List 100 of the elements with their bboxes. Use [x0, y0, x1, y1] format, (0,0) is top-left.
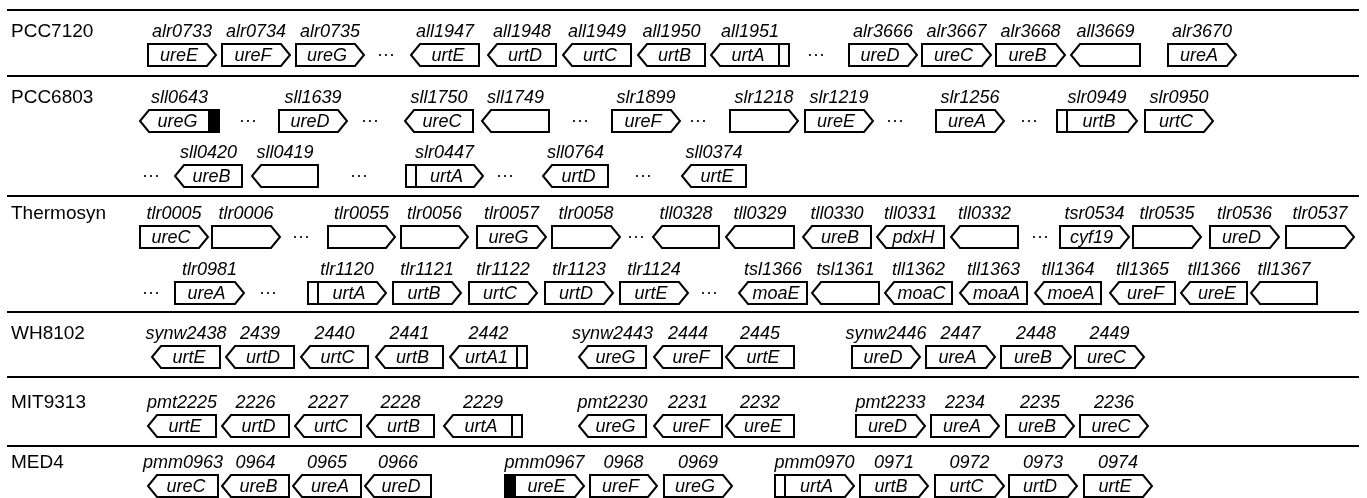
gene-block: [221, 474, 290, 498]
locus-tag: alr3668: [1000, 22, 1061, 41]
gene-block: [1167, 43, 1237, 67]
gene-name: ureA: [943, 415, 981, 438]
gene-block: [443, 414, 523, 438]
gene-name: moaA: [973, 282, 1020, 305]
gene-name: urtC: [1159, 110, 1193, 133]
gene-block: [935, 109, 1005, 133]
gene-name: urtC: [949, 475, 984, 498]
gene-block: [1083, 474, 1153, 498]
gene-block: [578, 414, 647, 438]
gene-block: [884, 281, 953, 305]
locus-tag: tlr0535: [1139, 204, 1195, 223]
locus-tag: synw2446: [845, 324, 927, 343]
gene-block: [278, 109, 348, 133]
gene-block: [851, 345, 921, 369]
locus-tag: all1948: [492, 22, 552, 41]
gene-name: urtA1: [465, 346, 508, 369]
locus-tag: pmt2225: [146, 393, 218, 412]
locus-tag: tll0330: [810, 204, 864, 223]
locus-tag: tlr0537: [1292, 204, 1348, 223]
gene-block: [725, 414, 795, 438]
gene-block: [1209, 225, 1280, 249]
gene-name: ureB: [239, 475, 278, 498]
locus-tag: 0973: [1023, 453, 1063, 472]
gene-name: urtC: [583, 44, 617, 67]
gene-block: [855, 414, 926, 438]
gene-name: ureD: [863, 346, 903, 369]
gene-name: moaE: [752, 282, 800, 305]
locus-tag: tlr1121: [400, 260, 454, 279]
gene-name: ureA: [187, 282, 226, 305]
gap-ellipsis: ···: [292, 226, 310, 246]
gene-block: [710, 43, 790, 67]
gene-name: ureG: [675, 475, 715, 498]
locus-tag: tll0328: [659, 204, 713, 223]
gene-name: ureC: [1087, 346, 1126, 369]
gap-ellipsis: ···: [496, 165, 514, 185]
gene-name: urtE: [746, 346, 780, 369]
gene-block: [147, 414, 217, 438]
gene-name: ureD: [868, 415, 907, 438]
gene-block: [1005, 414, 1075, 438]
locus-tag: sll1639: [284, 88, 342, 107]
gene-block: [481, 109, 550, 133]
gene-name: urtC: [483, 282, 517, 305]
gap-ellipsis: ···: [239, 110, 257, 130]
gene-name: urtE: [431, 44, 465, 67]
locus-tag: 0971: [874, 453, 914, 472]
locus-tag: sll1749: [487, 88, 544, 107]
gene-name: urtA: [464, 415, 498, 438]
gene-name: urtD: [241, 415, 276, 438]
gene-block: [1059, 225, 1130, 249]
gene-block: [925, 345, 996, 369]
gene-block: [1079, 414, 1149, 438]
gene-name: urtA: [731, 44, 765, 67]
gene-name: urtD: [559, 282, 593, 305]
gene-name: ureD: [381, 475, 421, 498]
gene-name: ureB: [1014, 346, 1052, 369]
gene-name: ureC: [422, 110, 462, 133]
locus-tag: 0966: [378, 453, 418, 472]
locus-tag: tlr1124: [627, 260, 681, 279]
gap-ellipsis: ···: [1020, 110, 1038, 130]
gene-name: ureF: [234, 44, 272, 67]
gene-block: [405, 164, 484, 188]
locus-tag: all3669: [1076, 22, 1135, 41]
gene-name: urtC: [320, 346, 355, 369]
locus-tag: alr0733: [152, 22, 212, 41]
gap-ellipsis: ···: [886, 110, 904, 130]
locus-tag: all1947: [415, 22, 475, 41]
gene-name: urtB: [1082, 110, 1116, 133]
locus-tag: tll0331: [884, 204, 937, 223]
gene-block: [804, 109, 874, 133]
gene-name: ureE: [527, 475, 566, 498]
gene-block: [1034, 281, 1102, 305]
locus-tag: alr0735: [300, 22, 360, 41]
locus-tag: tlr0536: [1217, 204, 1272, 223]
gene-block: [653, 414, 723, 438]
locus-tag: sll0764: [547, 143, 604, 162]
gene-name: urtB: [407, 282, 441, 305]
gap-ellipsis: ···: [634, 165, 652, 185]
locus-tag: 2232: [740, 393, 780, 412]
locus-tag: slr1899: [616, 88, 676, 107]
gene-block: [504, 474, 585, 498]
gene-block: [611, 109, 681, 133]
gene-name: urtD: [508, 44, 542, 67]
gene-block: [225, 345, 295, 369]
locus-tag: sll0419: [256, 143, 314, 162]
organism-label: PCC7120: [11, 21, 94, 41]
gene-block: [725, 225, 795, 249]
gene-name: moaC: [897, 282, 946, 305]
locus-tag: 2227: [308, 393, 348, 412]
gene-block: [589, 474, 658, 498]
locus-tag: 0974: [1098, 453, 1138, 472]
gene-name: ureB: [192, 165, 231, 188]
gene-block: [147, 43, 217, 67]
gene-block: [1132, 225, 1202, 249]
gene-block: [619, 281, 689, 305]
gap-ellipsis: ···: [571, 110, 589, 130]
organism-label: Thermosyn: [11, 203, 107, 223]
locus-tag: pmm0967: [504, 453, 585, 472]
locus-tag: tll0329: [733, 204, 787, 223]
